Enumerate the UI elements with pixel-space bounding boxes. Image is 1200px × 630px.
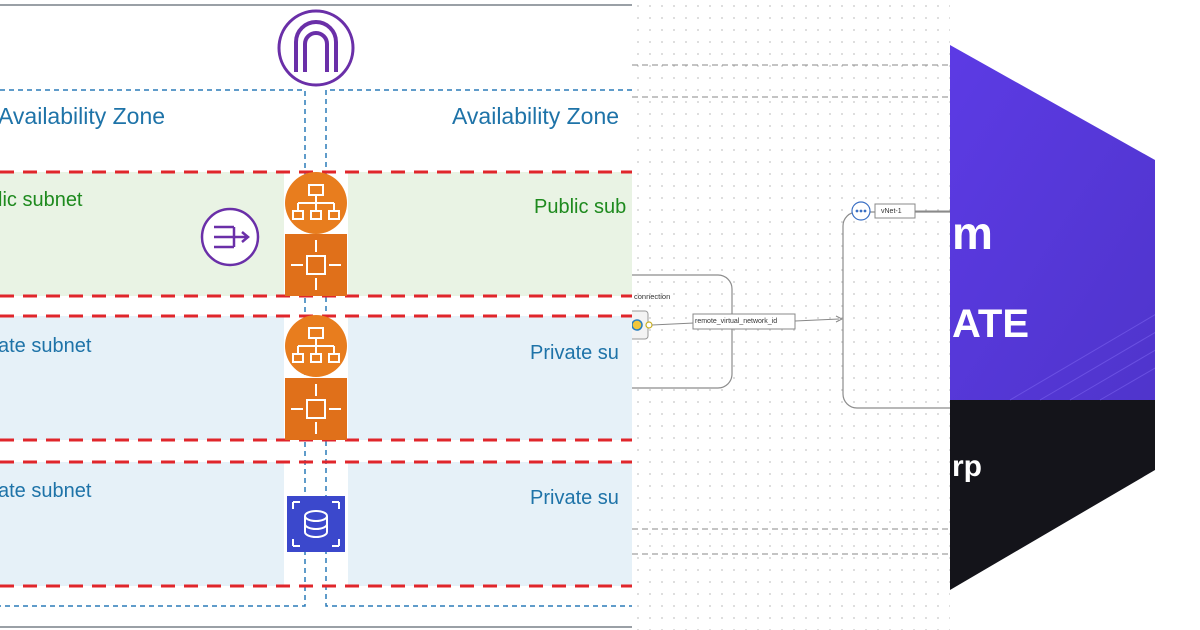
promo-hexagon (950, 45, 1155, 590)
public-subnet-label-left: lic subnet (0, 189, 83, 211)
promo-panel: m ATE rp (950, 0, 1200, 630)
availability-zone-label-right: Availability Zone (452, 103, 620, 129)
promo-dark-area (950, 400, 1155, 590)
availability-zone-right-border (325, 89, 632, 607)
edge-arrow (835, 315, 844, 323)
promo-title-fragment: m (952, 207, 993, 259)
connection-icon (632, 319, 643, 331)
vnet-label: vNet-1 (881, 208, 902, 215)
rds-database-icon (287, 496, 345, 552)
remote-vnet-label: remote_virtual_network_id (695, 318, 778, 325)
promo-brand-fragment: rp (952, 450, 982, 483)
private-subnet-1-label-right: Private su (530, 342, 619, 364)
connection-port (645, 321, 653, 329)
remote-vnet-attribute-box (692, 313, 796, 330)
aws-diagram-canvas (0, 4, 632, 628)
ec2-instance-icon (285, 378, 347, 440)
aws-architecture-panel: Availability Zone Availability Zone lic … (0, 4, 632, 628)
internet-gateway-icon (277, 9, 355, 87)
connection-resource-box (632, 274, 733, 389)
ec2-instance-icon (285, 234, 347, 296)
load-balancer-icon (285, 172, 347, 234)
edge-line (794, 318, 840, 322)
connection-label: connection (634, 292, 671, 301)
terraform-graph-canvas (632, 64, 950, 555)
vnet-group-box (842, 211, 950, 409)
private-subnet-2-label-left: ate subnet (0, 480, 92, 502)
terraform-graph-panel: connection remote_virtual_network_id vNe… (632, 0, 950, 630)
nat-gateway-icon (200, 207, 260, 267)
promo-subtitle-fragment: ATE (952, 302, 1030, 346)
edge-line (651, 322, 695, 326)
availability-zone-label-left: Availability Zone (0, 103, 166, 129)
private-subnet-2-label-right: Private su (530, 487, 619, 509)
private-subnet-1-label-left: ate subnet (0, 335, 92, 357)
load-balancer-icon (285, 315, 347, 377)
public-subnet-label-right: Public sub (534, 196, 627, 218)
